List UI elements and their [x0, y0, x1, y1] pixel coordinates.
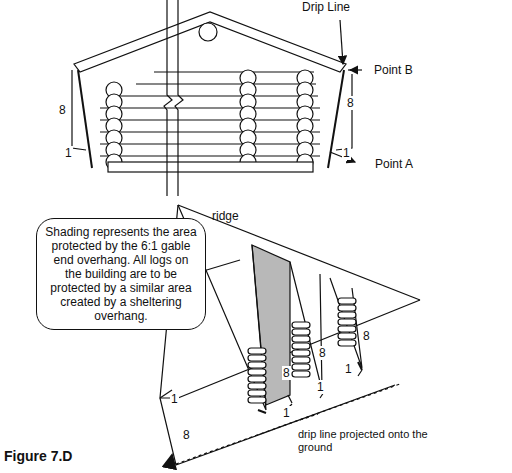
log-stub [292, 364, 310, 370]
log-stub [338, 312, 356, 318]
dimension-number: 1 [64, 146, 73, 160]
log-stub [292, 336, 310, 342]
dimension-number: 8 [282, 366, 291, 380]
dimension-number: 8 [362, 329, 371, 343]
log-stub [292, 322, 310, 328]
dimension-number: 1 [170, 392, 179, 406]
log-stub [292, 371, 310, 377]
log-stub [292, 343, 310, 349]
log-stub [338, 333, 356, 339]
dimension-number: 1 [344, 362, 353, 376]
log-stub [292, 329, 310, 335]
dimension-number: 8 [58, 103, 67, 117]
log-stub [338, 326, 356, 332]
ground-note: drip line projected onto the ground [298, 428, 428, 454]
log-stub [248, 390, 266, 396]
log-stub [248, 397, 266, 403]
log-stub [248, 383, 266, 389]
log-stub [292, 357, 310, 363]
dimension-number: 8 [182, 428, 191, 442]
ridge-label: ridge [212, 209, 239, 223]
figure-caption: Figure 7.D [4, 448, 72, 464]
log-stub [248, 348, 266, 354]
dimension-number: 8 [346, 96, 355, 110]
point-label: Point A [375, 157, 413, 171]
log-stub [338, 305, 356, 311]
log-line [136, 83, 316, 84]
dimension-number: 1 [282, 406, 291, 420]
dimension-number: 8 [318, 346, 327, 360]
log-stub [292, 350, 310, 356]
log-stub [248, 355, 266, 361]
log-stub [248, 362, 266, 368]
log-line [100, 107, 320, 108]
log-line [100, 131, 320, 132]
log-line [100, 143, 320, 144]
log-stub [248, 369, 266, 375]
log-stub [338, 298, 356, 304]
point-label: Point B [374, 63, 413, 77]
dimension-number: 1 [342, 146, 351, 160]
dimension-number: 1 [316, 380, 325, 394]
drip-line-label: Drip Line [302, 0, 350, 14]
log-line [118, 95, 318, 96]
log-stub [338, 340, 356, 346]
log-line [100, 155, 320, 156]
callout-bubble: Shading represents the area protected by… [36, 218, 206, 330]
callout-text: Shading represents the area protected by… [45, 225, 197, 323]
log-stub [248, 376, 266, 382]
log-line [100, 119, 320, 120]
log-stub [338, 319, 356, 325]
